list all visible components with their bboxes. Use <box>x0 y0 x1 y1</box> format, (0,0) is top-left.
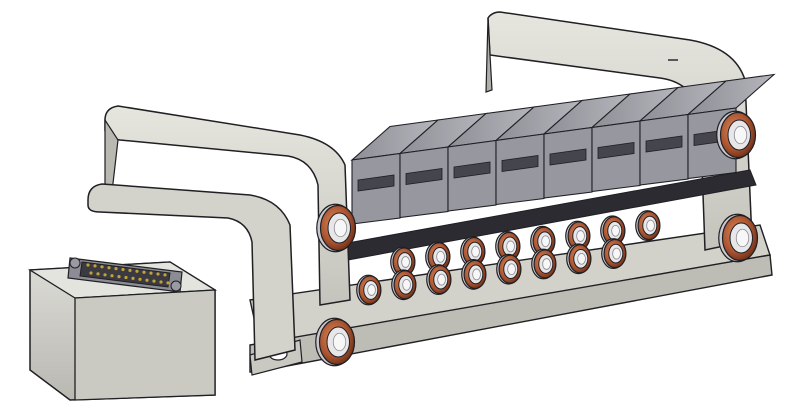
connector-pin <box>89 271 93 275</box>
valve-station <box>494 99 584 206</box>
valve-station <box>590 86 680 193</box>
port-fitting-upper <box>460 236 486 268</box>
connector-pin <box>138 277 142 281</box>
connector-pin <box>121 267 125 272</box>
connector-pin <box>156 272 160 276</box>
connector-pin <box>152 279 156 283</box>
valve-stations <box>350 73 776 225</box>
connector-cover <box>87 183 296 361</box>
connector-pin <box>166 281 170 285</box>
valve-station <box>446 106 536 212</box>
d-sub-connector <box>67 257 183 293</box>
connector-pin <box>142 270 146 274</box>
valve-station <box>398 112 488 219</box>
port-fitting-upper <box>565 220 591 252</box>
supply-fitting-left-upper <box>316 203 357 253</box>
connector-pins <box>86 263 170 285</box>
connector-pin <box>93 264 97 268</box>
port-fitting-lower <box>461 258 487 290</box>
connector-pin <box>96 272 100 276</box>
connector-pin <box>107 266 111 270</box>
connector-screw-right <box>170 280 182 292</box>
port-fitting-lower <box>566 243 592 275</box>
port-fitting-lower <box>391 269 417 301</box>
connector-pin <box>110 274 114 278</box>
connector-pin <box>86 263 90 267</box>
connector-pin <box>135 269 139 273</box>
supply-fitting-left-lower <box>315 317 356 367</box>
connector-pin <box>100 265 104 269</box>
port-fitting-lower <box>531 248 557 280</box>
connector-pin <box>124 275 128 280</box>
port-fitting-upper <box>635 210 661 242</box>
right-end-plate <box>485 11 753 251</box>
valve-station <box>350 119 440 225</box>
port-fitting-lower <box>601 238 627 270</box>
supply-fitting-right-upper <box>716 110 757 160</box>
connector-screw-left <box>69 257 81 269</box>
connector-pin <box>117 275 121 279</box>
port-fitting-lower <box>426 264 452 296</box>
port-fitting-upper <box>495 230 521 262</box>
supply-fitting-right-lower <box>718 213 759 263</box>
valve-station <box>542 93 632 199</box>
port-fitting-upper <box>530 225 556 257</box>
port-fittings <box>315 110 759 367</box>
port-fitting-upper <box>600 215 626 247</box>
port-fitting-lower <box>356 274 382 306</box>
connector-pin <box>145 278 149 282</box>
connector-pin <box>114 267 118 271</box>
connector-pin <box>159 280 163 284</box>
connector-pin <box>131 276 135 280</box>
connector-pin <box>128 268 132 272</box>
connector-pin <box>149 271 153 275</box>
connector-pin <box>103 273 107 277</box>
connector-pin <box>163 273 167 277</box>
port-fitting-lower <box>496 253 522 285</box>
valve-station <box>638 80 728 186</box>
